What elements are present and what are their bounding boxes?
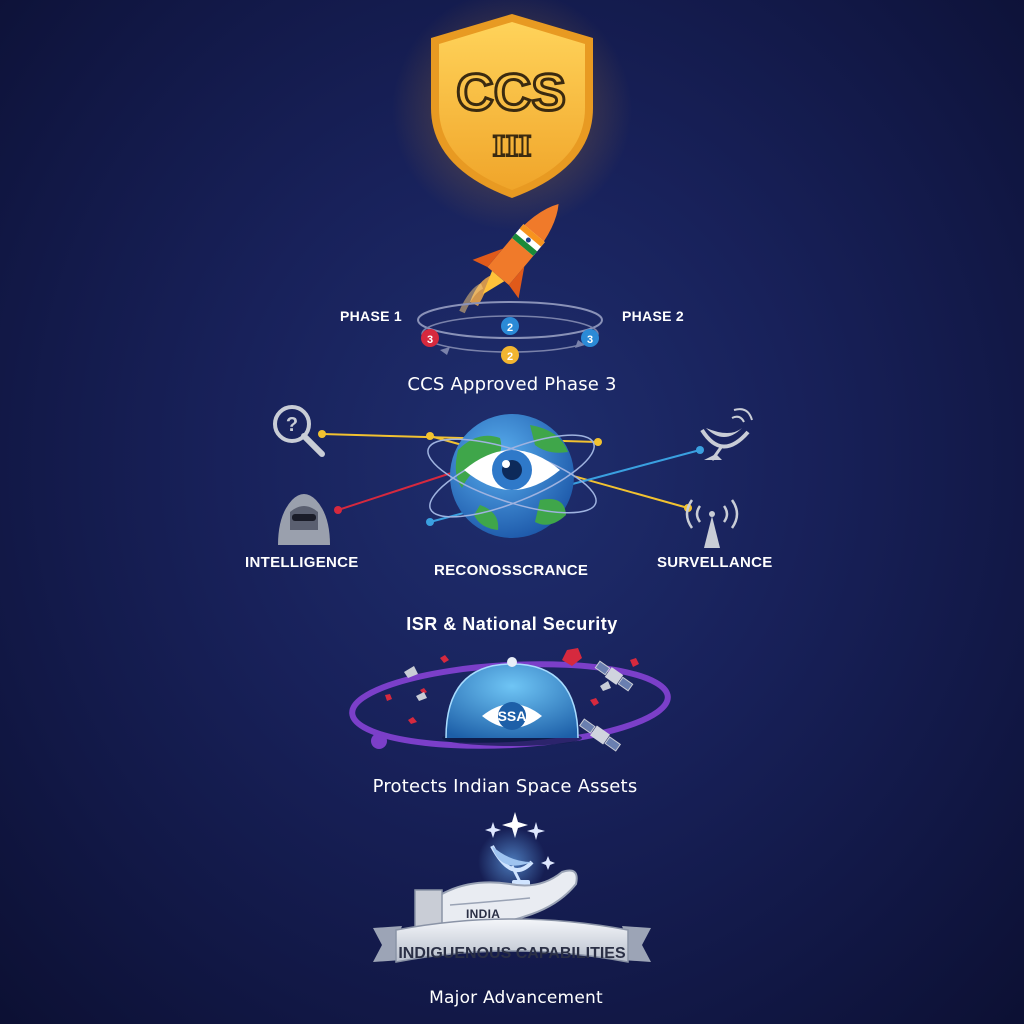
sparkles xyxy=(485,812,555,870)
phase-marker-yellow: 2 xyxy=(501,346,519,364)
ribbon-banner: INDIGUENOUS CAPABILITIES xyxy=(373,918,651,963)
phase-marker-blue-right: 3 xyxy=(581,329,599,347)
isr-caption: ISR & National Security xyxy=(406,614,618,634)
svg-text:3: 3 xyxy=(587,334,593,346)
ssa-dome: SSA xyxy=(442,657,582,746)
phase2-label: PHASE 2 xyxy=(622,308,685,324)
phase-marker-blue-top: 2 xyxy=(501,317,519,335)
eye-icon xyxy=(464,450,560,490)
dish-in-hand-icon xyxy=(478,828,546,896)
rocket-icon xyxy=(459,204,559,314)
phase1-label: PHASE 1 xyxy=(340,308,403,324)
radio-tower-icon xyxy=(685,499,739,548)
satellite-dish-icon xyxy=(700,408,753,461)
svg-text:3: 3 xyxy=(427,334,433,346)
satellite-icon-top xyxy=(594,660,634,692)
surveillance-label: SURVELLANCE xyxy=(657,554,773,571)
phase-caption: CCS Approved Phase 3 xyxy=(407,374,617,395)
ssa-eye-icon: SSA xyxy=(482,702,542,730)
hand-label: INDIA xyxy=(466,907,501,921)
reconnaissance-label: RECONOSSCRANCE xyxy=(434,562,589,579)
phase-marker-red: 3 xyxy=(421,329,439,347)
shield-title: CCS xyxy=(456,64,566,122)
capabilities-caption: Major Advancement xyxy=(429,988,603,1008)
svg-text:2: 2 xyxy=(507,322,513,334)
intelligence-label: INTELLIGENCE xyxy=(245,554,359,571)
svg-text:?: ? xyxy=(286,414,298,436)
shield-subtitle: III xyxy=(492,130,531,163)
hooded-spy-icon xyxy=(278,494,330,545)
ssa-dome-label: SSA xyxy=(498,708,527,724)
ssa-caption: Protects Indian Space Assets xyxy=(372,776,638,797)
earth-eye-globe xyxy=(427,414,597,538)
svg-text:2: 2 xyxy=(507,351,513,363)
satellite-icon-bottom xyxy=(578,718,622,752)
phase-orbit: 3 2 3 2 xyxy=(417,301,603,364)
ribbon-label: INDIGUENOUS CAPABILITIES xyxy=(398,945,626,962)
ccs-shield: CCS III xyxy=(392,0,632,230)
magnifier-question-icon: ? xyxy=(273,405,325,457)
